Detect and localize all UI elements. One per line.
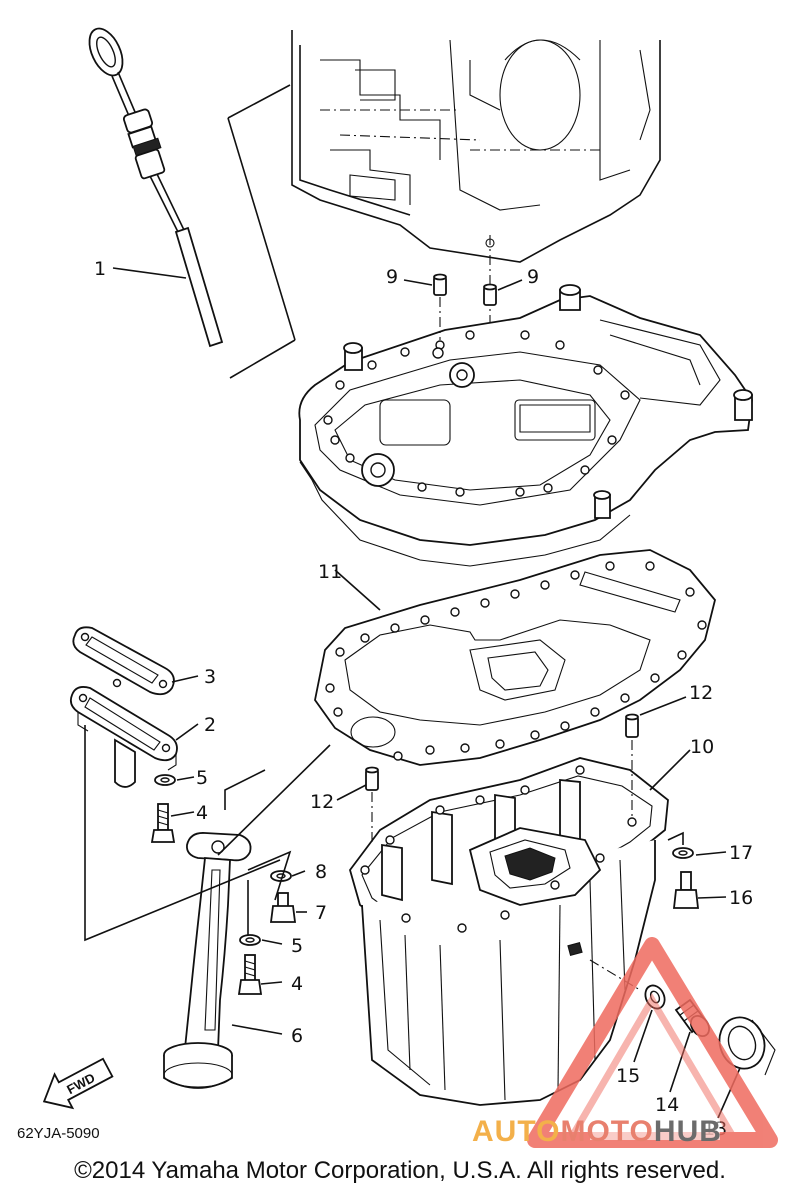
callout-3: 3 — [204, 666, 216, 688]
callout-9b: 9 — [527, 266, 539, 288]
callout-11: 11 — [318, 561, 342, 583]
callout-16: 16 — [729, 887, 753, 909]
callout-4b: 4 — [291, 973, 303, 995]
strainer-cover-2 — [69, 686, 178, 788]
callout-7: 7 — [315, 902, 327, 924]
copyright-footer: ©2014 Yamaha Motor Corporation, U.S.A. A… — [74, 1157, 726, 1184]
callout-2: 2 — [204, 714, 216, 736]
alignment-mark — [485, 238, 495, 248]
dowel-pin-12a — [625, 713, 639, 738]
bolt-4b — [237, 954, 263, 995]
bolt-16 — [672, 871, 700, 909]
bracket-left — [84, 725, 281, 942]
callout-12a: 12 — [689, 682, 713, 704]
cap-13 — [718, 1016, 776, 1076]
callout-15: 15 — [616, 1065, 640, 1087]
watermark-text: AUTOMOTOHUB — [472, 1115, 722, 1148]
watermark-hub: HUB — [654, 1115, 722, 1148]
diagram-code: 62YJA-5090 — [17, 1125, 100, 1142]
leader-lines — [112, 267, 741, 1119]
callout-12b: 12 — [310, 791, 334, 813]
washer-17 — [672, 847, 694, 859]
watermark-moto: MOTO — [560, 1115, 653, 1148]
callout-4a: 4 — [196, 802, 208, 824]
bolt-7 — [269, 892, 297, 923]
washer-5a — [154, 774, 176, 786]
upper-casing — [298, 284, 753, 567]
dowel-pin-9a — [433, 273, 447, 296]
callout-8: 8 — [315, 861, 327, 883]
oil-strainer-6 — [163, 832, 252, 1089]
callout-5a: 5 — [196, 767, 208, 789]
callout-10: 10 — [690, 736, 714, 758]
fwd-arrow: FWD — [42, 1057, 114, 1110]
bolt-4a — [150, 803, 176, 843]
callout-14: 14 — [655, 1094, 679, 1116]
washer-5b — [239, 934, 261, 946]
callout-9a: 9 — [386, 266, 398, 288]
oil-pan — [349, 757, 669, 1106]
dipstick — [88, 27, 296, 379]
callout-17: 17 — [729, 842, 753, 864]
dowel-pin-12b — [365, 766, 379, 791]
callout-5b: 5 — [291, 935, 303, 957]
watermark-logo — [527, 937, 778, 1148]
callout-1: 1 — [94, 258, 106, 280]
gasket — [314, 549, 716, 766]
watermark-auto: AUTO — [472, 1115, 560, 1148]
gasket-3 — [72, 626, 175, 696]
engine-block — [291, 30, 661, 263]
dowel-pin-9b — [483, 283, 497, 306]
callout-6: 6 — [291, 1025, 303, 1047]
